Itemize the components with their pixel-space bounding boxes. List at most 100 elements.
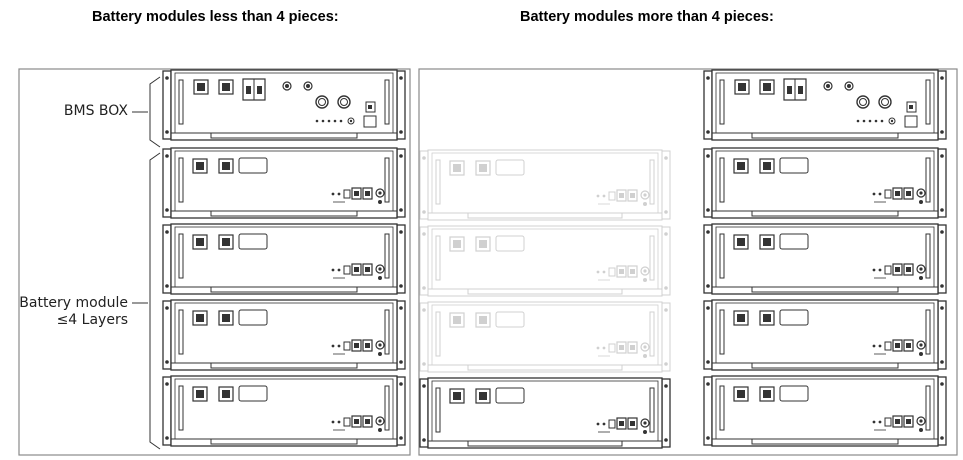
right-flange <box>937 224 947 294</box>
mount-screw <box>422 210 426 214</box>
power-connector-core <box>196 390 204 398</box>
rj45-port-core <box>365 419 370 424</box>
rj45-port-core <box>895 267 900 272</box>
indicator-dot <box>596 194 600 198</box>
power-connector-core <box>196 238 204 246</box>
comm-port <box>906 101 917 113</box>
left-flange <box>162 376 172 446</box>
right-panel-frame <box>418 68 958 456</box>
terminal-ring <box>856 95 870 109</box>
mount-screw <box>664 362 668 366</box>
mount-screw <box>706 208 710 212</box>
rj45-port-core <box>365 191 370 196</box>
battery-module-faded <box>419 301 671 373</box>
dip-switch <box>608 191 616 201</box>
power-connector-core <box>763 162 771 170</box>
indicator-dot <box>602 194 606 198</box>
power-connector-core <box>453 164 461 172</box>
indicator-dot <box>872 344 876 348</box>
left-handle <box>178 157 184 203</box>
ground-screw <box>919 352 923 356</box>
comm-port <box>363 115 377 128</box>
dip-switch <box>343 417 351 427</box>
status-led <box>321 119 325 123</box>
bms-box <box>703 69 947 141</box>
indicator-dot <box>596 270 600 274</box>
power-connector-core <box>222 162 230 170</box>
ground-terminal <box>640 418 650 428</box>
mount-screw <box>399 306 403 310</box>
left-flange <box>419 150 429 220</box>
right-handle <box>925 385 931 431</box>
power-connector-core <box>453 316 461 324</box>
left-handle <box>719 79 725 125</box>
right-handle <box>384 385 390 431</box>
left-flange <box>162 224 172 294</box>
power-connector-core <box>763 390 771 398</box>
left-flange <box>419 302 429 372</box>
dip-switch <box>343 265 351 275</box>
mount-screw <box>706 306 710 310</box>
unit-body <box>711 223 939 295</box>
rj45-port-core <box>619 421 624 426</box>
indicator-dot <box>337 268 341 272</box>
indicator-dot <box>878 192 882 196</box>
reset-button <box>844 81 854 91</box>
right-flange <box>396 300 406 370</box>
terminal-ring <box>337 95 351 109</box>
unit-body <box>711 299 939 371</box>
mount-screw <box>399 208 403 212</box>
ground-screw <box>919 276 923 280</box>
left-flange <box>419 226 429 296</box>
ground-terminal-core <box>919 191 923 195</box>
status-ring <box>888 117 896 125</box>
mount-screw <box>664 210 668 214</box>
left-handle <box>178 385 184 431</box>
indicator-dot <box>872 420 876 424</box>
reset-button-core <box>847 84 851 88</box>
mount-screw <box>664 286 668 290</box>
reset-button <box>303 81 313 91</box>
rj45-port-core <box>354 191 359 196</box>
power-connector-core <box>222 390 230 398</box>
ground-terminal-core <box>643 345 647 349</box>
ground-terminal-core <box>378 343 382 347</box>
mount-screw <box>706 436 710 440</box>
rj45-port-core <box>630 193 635 198</box>
left-panel-frame <box>18 68 411 456</box>
display-window <box>495 387 525 404</box>
right-handle <box>649 235 655 281</box>
unit-body <box>170 69 398 141</box>
right-handle <box>925 157 931 203</box>
power-button-core <box>285 84 289 88</box>
battery-module <box>703 147 947 219</box>
battery-module <box>162 223 406 295</box>
power-connector-core <box>763 83 771 91</box>
power-connector-core <box>479 240 487 248</box>
bms-box <box>162 69 406 141</box>
left-handle <box>435 235 441 281</box>
breaker-lever <box>246 86 251 94</box>
status-led <box>874 119 878 123</box>
unit-body <box>170 299 398 371</box>
mount-screw <box>422 438 426 442</box>
mount-screw <box>399 130 403 134</box>
status-ring <box>347 117 355 125</box>
right-handle <box>384 157 390 203</box>
left-handle <box>178 79 184 125</box>
mount-screw <box>940 208 944 212</box>
power-connector-core <box>222 83 230 91</box>
right-handle <box>925 309 931 355</box>
left-handle <box>719 309 725 355</box>
power-connector-core <box>453 392 461 400</box>
comm-port <box>365 101 376 113</box>
display-window <box>238 233 268 250</box>
left-flange <box>162 70 172 140</box>
rj45-port-core <box>354 343 359 348</box>
stacks-group <box>162 69 947 449</box>
power-connector-core <box>763 238 771 246</box>
dip-switch <box>608 343 616 353</box>
rj45-port-core <box>895 343 900 348</box>
terminal-ring-inner <box>340 98 348 106</box>
left-flange <box>162 148 172 218</box>
